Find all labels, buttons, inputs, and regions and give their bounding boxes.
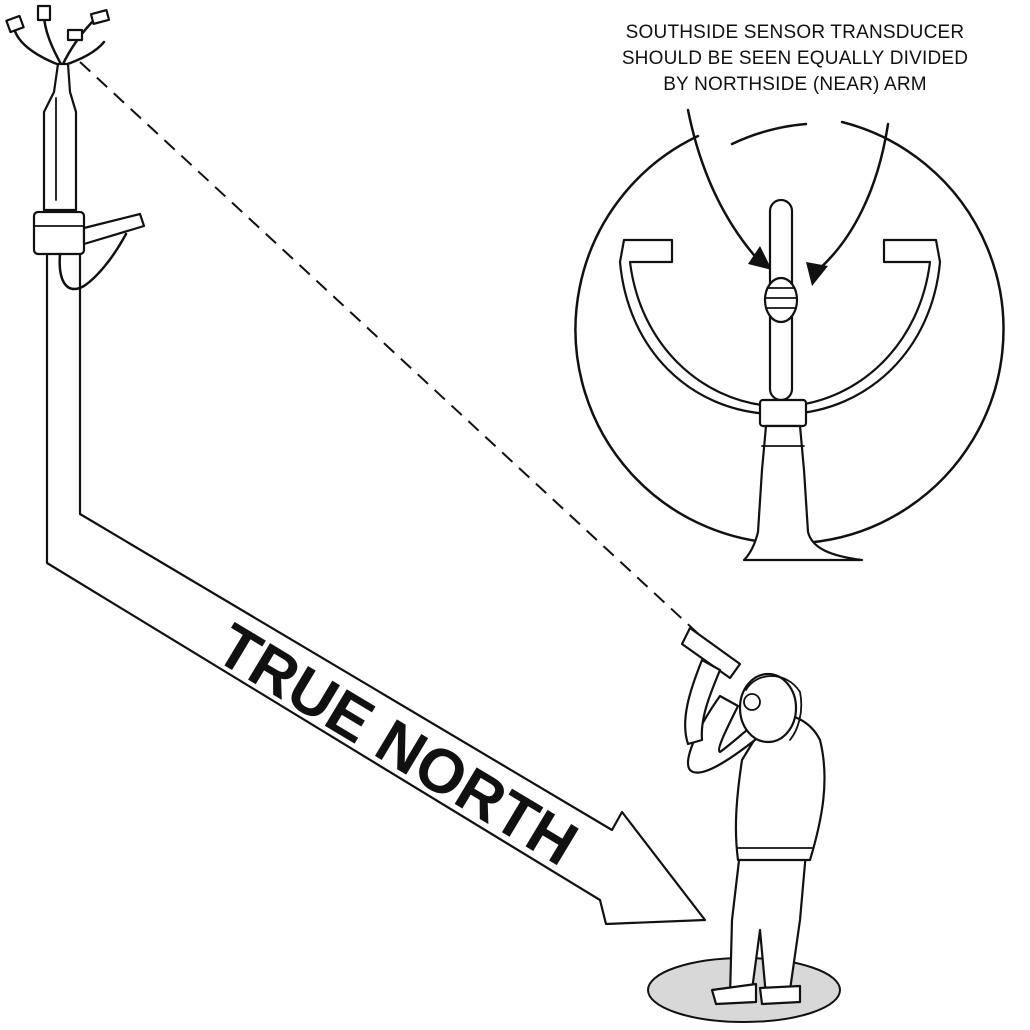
true-north-arrow: TRUE NORTH bbox=[47, 235, 705, 924]
caption-line-2: SHOULD BE SEEN EQUALLY DIVIDED bbox=[560, 46, 1030, 72]
caption-line-1: SOUTHSIDE SENSOR TRANSDUCER bbox=[560, 20, 1030, 46]
true-north-label: TRUE NORTH bbox=[205, 611, 589, 879]
observer-figure bbox=[648, 628, 840, 1022]
callout-caption: SOUTHSIDE SENSOR TRANSDUCER SHOULD BE SE… bbox=[560, 20, 1030, 98]
anemometer-sensor bbox=[6, 6, 144, 289]
caption-line-3: BY NORTHSIDE (NEAR) ARM bbox=[560, 72, 1030, 98]
sight-line bbox=[80, 62, 705, 640]
magnified-view bbox=[575, 110, 1003, 560]
